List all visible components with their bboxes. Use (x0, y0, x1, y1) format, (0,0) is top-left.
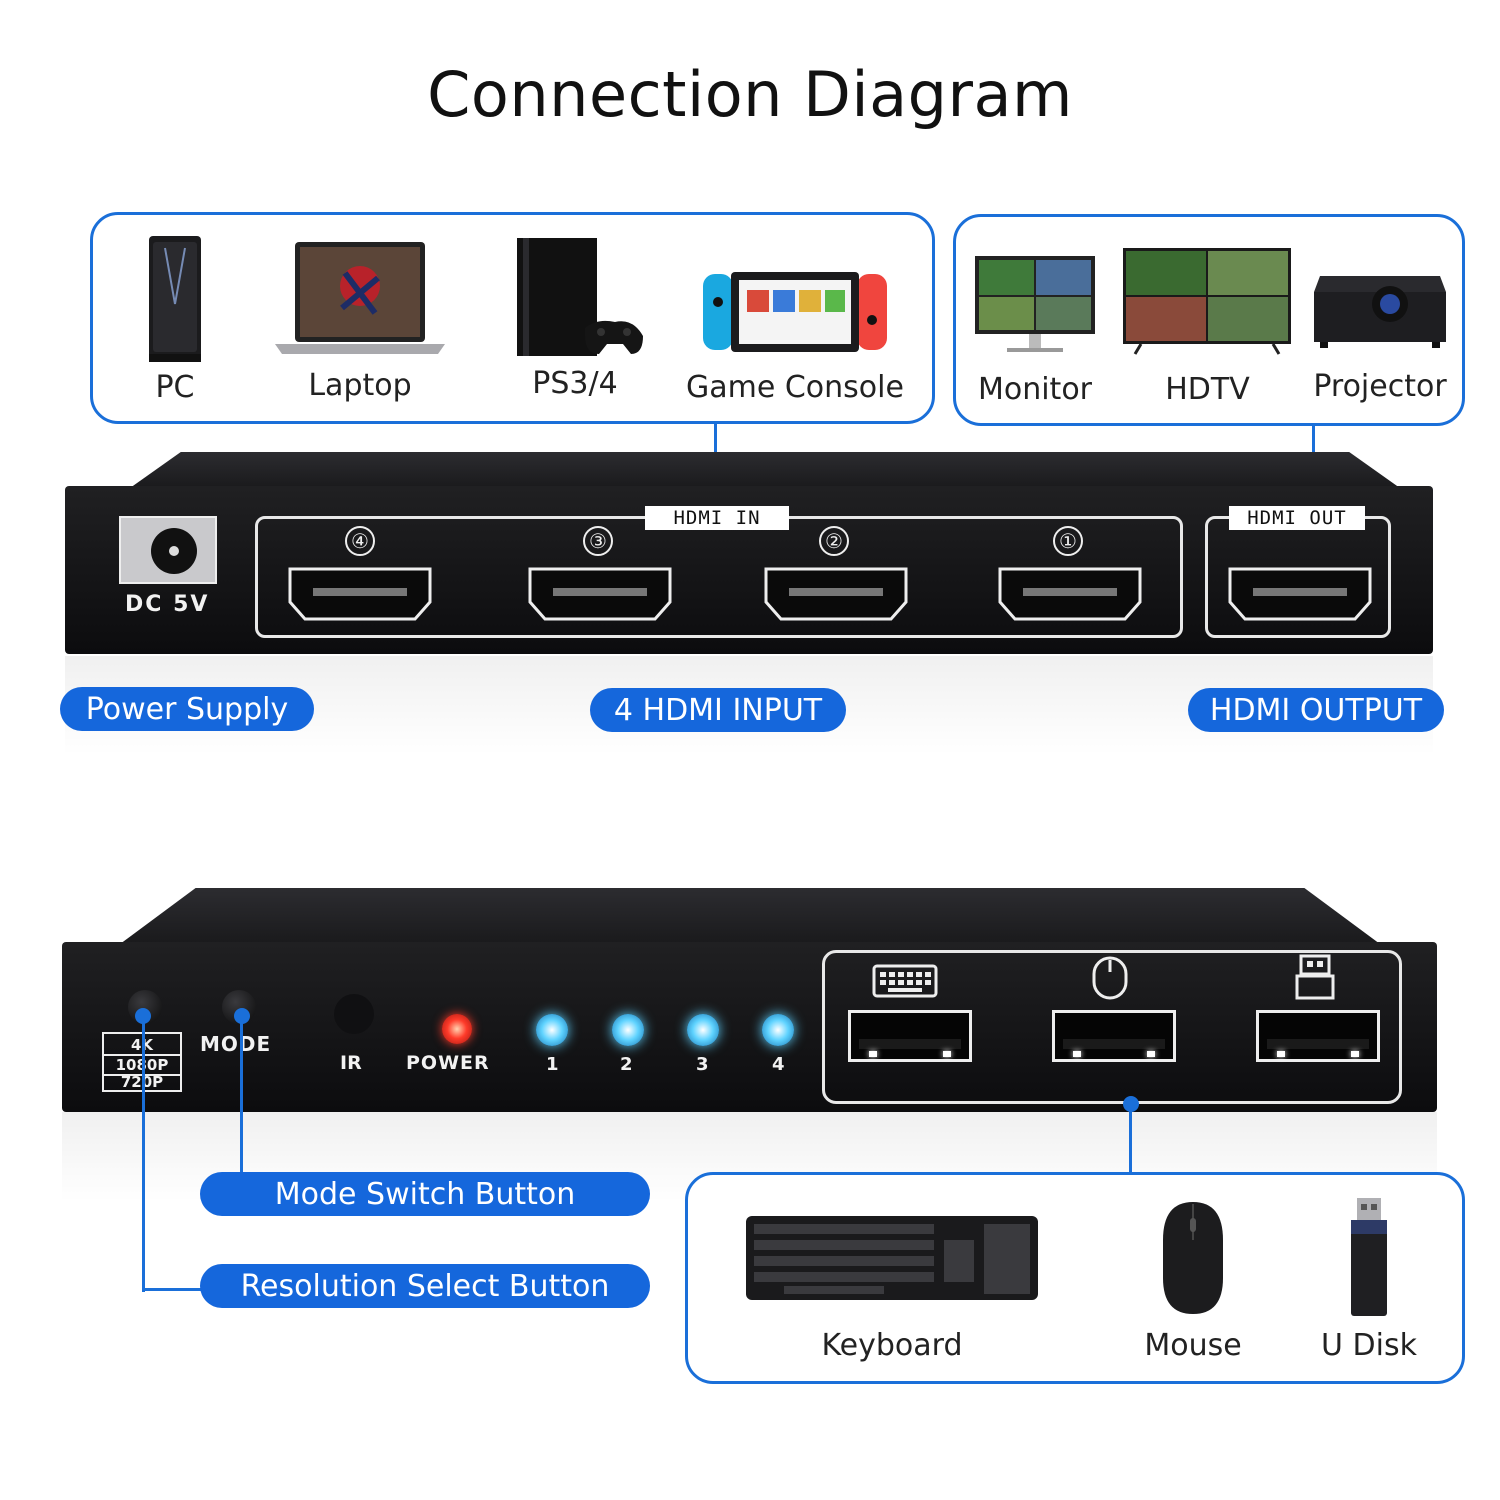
resolution-select-callout: Resolution Select Button (200, 1264, 650, 1308)
device-label: HDTV (1165, 372, 1250, 407)
usb-drive-icon (1351, 1198, 1387, 1316)
rear-device-top (130, 452, 1400, 488)
device-label: Keyboard (821, 1328, 963, 1363)
device-udisk: U Disk (1310, 1196, 1428, 1372)
device-monitor: Monitor (965, 232, 1105, 412)
usb-port-frame (822, 950, 1402, 1104)
usb-port-keyboard[interactable] (848, 1010, 972, 1062)
keyboard-icon (872, 964, 938, 998)
device-label: Projector (1313, 369, 1447, 404)
laptop-icon (275, 242, 445, 354)
device-label: U Disk (1321, 1328, 1417, 1363)
device-label: Laptop (308, 368, 412, 403)
device-label: Monitor (977, 372, 1093, 407)
input-led-4 (762, 1014, 794, 1046)
device-game-console: Game Console (680, 230, 910, 410)
rear-device-panel: DC 5V HDMI IN HDMI OUT ④ ③ ② ① (65, 486, 1433, 654)
usb-connector-line (1129, 1104, 1132, 1172)
power-label: POWER (406, 1052, 490, 1074)
port-number-1: ① (1053, 526, 1083, 556)
ir-label: IR (340, 1052, 362, 1074)
dc-jack (119, 516, 217, 584)
power-led (442, 1014, 472, 1044)
device-hdtv: HDTV (1115, 232, 1300, 412)
input-led-3 (687, 1014, 719, 1046)
port-number-3: ③ (583, 526, 613, 556)
device-keyboard: Keyboard (740, 1200, 1044, 1372)
resolution-connector-line-h (142, 1288, 204, 1291)
hdmi-in-port-3[interactable] (527, 566, 673, 622)
monitor-icon (975, 256, 1095, 352)
mouse-icon (1163, 1202, 1223, 1314)
led-label-2: 2 (620, 1054, 633, 1075)
hdmi-in-port-4[interactable] (287, 566, 433, 622)
mouse-icon (1092, 956, 1128, 1000)
device-label: Mouse (1144, 1328, 1242, 1363)
hdmi-in-tab: HDMI IN (645, 506, 789, 530)
device-ps4: PS3/4 (500, 230, 650, 410)
dc-label: DC 5V (125, 592, 210, 617)
led-label-1: 1 (546, 1054, 559, 1075)
front-device-top (120, 888, 1380, 944)
usb-port-mouse[interactable] (1052, 1010, 1176, 1062)
led-label-4: 4 (772, 1054, 785, 1075)
game-console-icon (517, 238, 643, 356)
mode-label: MODE (200, 1032, 272, 1056)
device-pc: PC (120, 230, 230, 410)
device-label: PS3/4 (532, 366, 618, 401)
resolution-connector-line-v (142, 1016, 145, 1292)
device-label: Game Console (686, 370, 904, 405)
mode-switch-callout: Mode Switch Button (200, 1172, 650, 1216)
port-number-2: ② (819, 526, 849, 556)
mode-connector-line (240, 1016, 243, 1172)
input-led-2 (612, 1014, 644, 1046)
device-label: PC (155, 370, 195, 405)
hdmi-out-tab: HDMI OUT (1229, 506, 1365, 530)
device-projector: Projector (1305, 232, 1455, 412)
hdmi-in-port-2[interactable] (763, 566, 909, 622)
projector-icon (1314, 276, 1446, 348)
port-number-4: ④ (345, 526, 375, 556)
device-laptop: Laptop (265, 230, 455, 410)
device-mouse: Mouse (1130, 1196, 1256, 1372)
power-supply-callout: Power Supply (60, 687, 314, 731)
hdmi-output-callout: HDMI OUTPUT (1188, 688, 1444, 732)
keyboard-icon (746, 1216, 1038, 1300)
hdmi-input-callout: 4 HDMI INPUT (590, 688, 846, 732)
pc-tower-icon (149, 236, 201, 362)
page-title: Connection Diagram (427, 58, 1073, 131)
hdmi-in-port-1[interactable] (997, 566, 1143, 622)
usb-drive-icon (1295, 954, 1335, 1000)
hdmi-out-port[interactable] (1227, 566, 1373, 622)
tv-icon (1123, 248, 1291, 355)
ir-sensor (334, 994, 374, 1034)
handheld-console-icon (703, 272, 887, 352)
front-device-panel: 4K 1080P 720P MODE IR POWER 1 2 3 4 (62, 942, 1437, 1112)
input-led-1 (536, 1014, 568, 1046)
led-label-3: 3 (696, 1054, 709, 1075)
usb-port-udisk[interactable] (1256, 1010, 1380, 1062)
